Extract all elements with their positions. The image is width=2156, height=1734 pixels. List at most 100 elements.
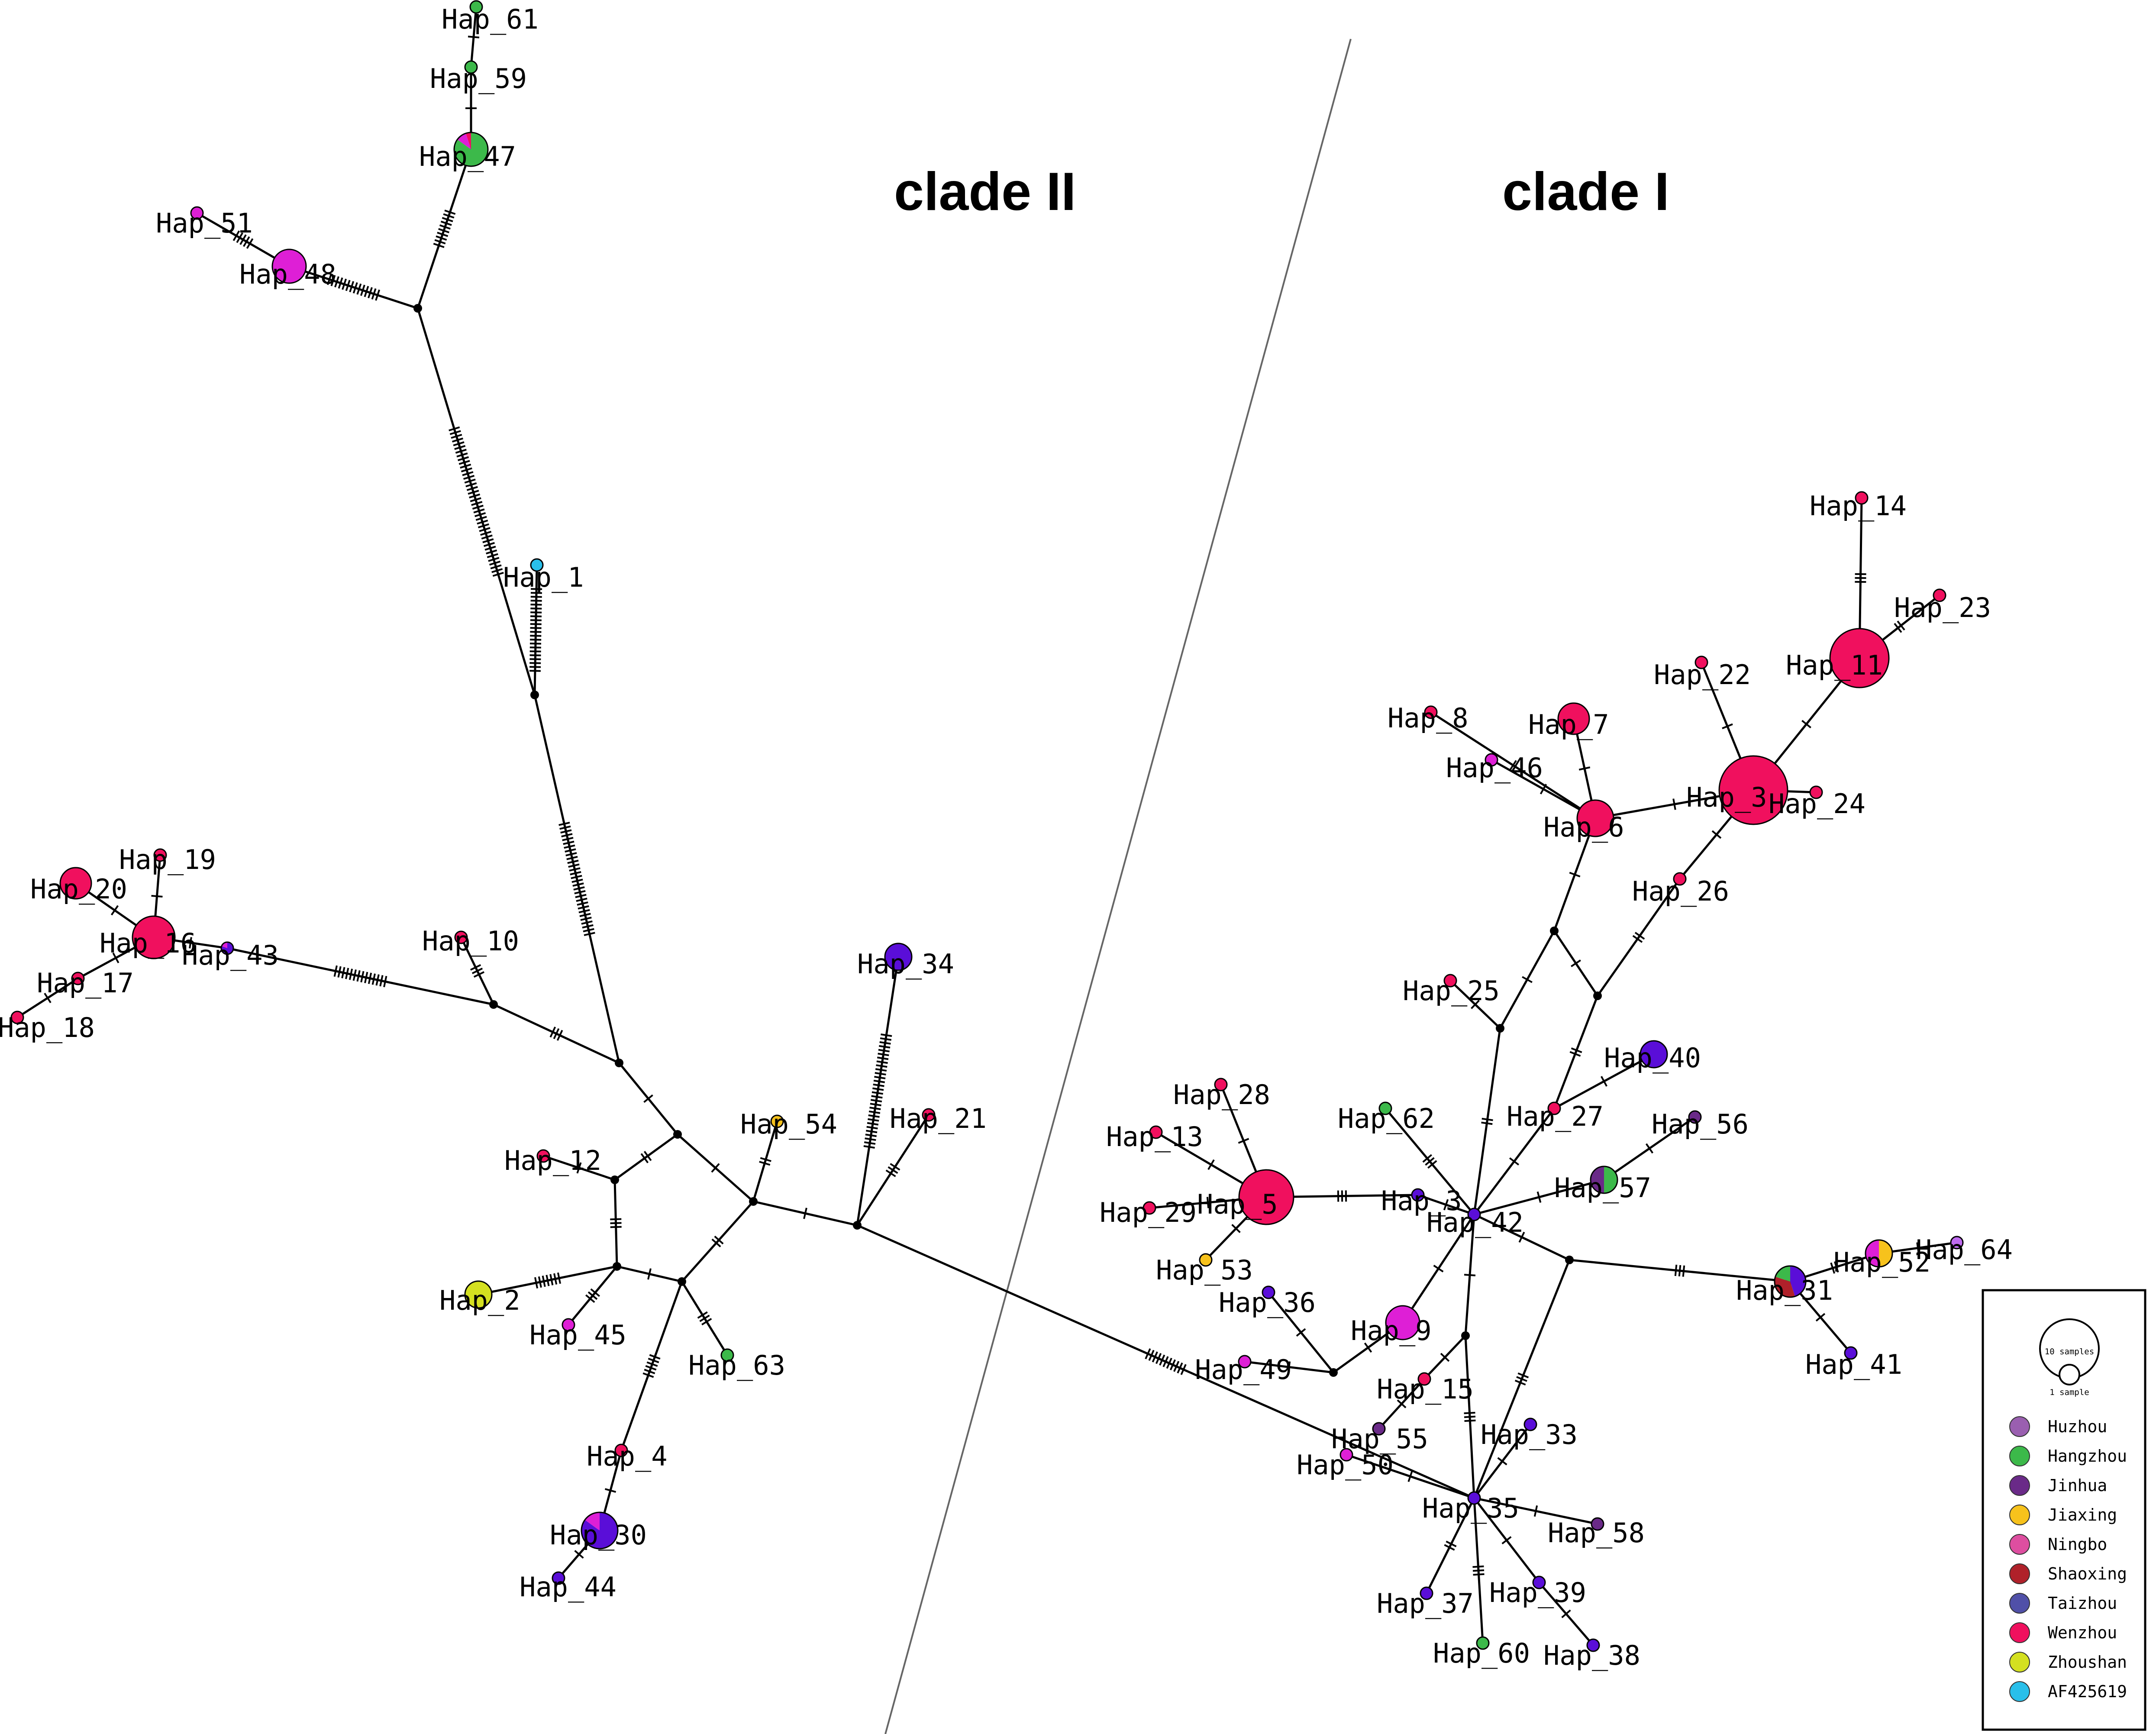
pie-slice <box>221 942 234 955</box>
mutation-tick <box>649 1354 661 1360</box>
mutation-tick <box>1166 1357 1172 1369</box>
legend-swatch <box>2009 1446 2030 1466</box>
haplotype-label: Hap_39 <box>1489 1577 1586 1608</box>
mutation-tick <box>1672 798 1676 810</box>
haplotype-label: Hap_9 <box>1351 1315 1432 1347</box>
haplotype-label: Hap_46 <box>1446 752 1543 784</box>
mutation-tick <box>556 1030 563 1041</box>
network-edge <box>1449 980 1501 1029</box>
mutation-tick <box>565 848 576 853</box>
mutation-tick <box>458 460 470 465</box>
haplotype-label: Hap_62 <box>1338 1103 1435 1134</box>
pie-slice <box>1547 1101 1561 1115</box>
legend-swatch <box>2009 1475 2030 1496</box>
network-edge <box>1553 930 1599 997</box>
mutation-tick <box>1443 1199 1449 1211</box>
pie-slice <box>1855 491 1869 505</box>
haplotype-label: Hap_47 <box>419 141 516 172</box>
mutation-tick <box>1471 1000 1480 1009</box>
median-vector-node <box>1550 927 1559 935</box>
pie-outline <box>1590 1166 1618 1194</box>
haplotype-label: Hap_28 <box>1173 1079 1270 1111</box>
legend-item: Huzhou <box>2009 1416 2107 1437</box>
mutation-tick <box>604 1488 616 1493</box>
mutation-tick <box>433 242 445 248</box>
haplotype-node-hap-56 <box>1688 1110 1702 1124</box>
haplotype-label: Hap_34 <box>857 948 954 980</box>
mutation-tick <box>590 1288 600 1297</box>
mutation-tick <box>561 833 573 837</box>
mutation-tick <box>1427 1160 1437 1169</box>
haplotype-node-hap-37 <box>1420 1586 1433 1600</box>
mutation-tick <box>1518 1231 1525 1243</box>
pie-slice <box>1688 1110 1702 1124</box>
mutation-tick <box>1833 1261 1839 1273</box>
mutation-tick <box>383 975 387 988</box>
network-edge <box>1473 1213 1570 1261</box>
network-edge <box>16 977 79 1019</box>
mutation-tick <box>538 1276 542 1288</box>
haplotype-node-hap-13 <box>1149 1125 1163 1139</box>
pie-slice <box>1809 785 1823 799</box>
median-vector-node <box>613 1262 621 1271</box>
haplotype-node-hap-35 <box>1467 1491 1481 1505</box>
legend-swatch <box>2009 1416 2030 1437</box>
mutation-tick <box>468 36 480 39</box>
haplotype-node-hap-30 <box>581 1511 619 1550</box>
mutation-tick <box>553 1028 560 1040</box>
haplotype-node-hap-2 <box>464 1280 493 1309</box>
legend-items: HuzhouHangzhouJinhuaJiaxingNingboShaoxin… <box>2009 1416 2127 1702</box>
haplotype-node-hap-45 <box>562 1318 575 1332</box>
legend-swatch <box>2009 1622 2030 1643</box>
mutation-tick <box>567 859 579 864</box>
mutation-tick <box>472 504 484 510</box>
haplotype-node-hap-63 <box>720 1348 734 1362</box>
mutation-tick <box>1238 1138 1249 1144</box>
mutation-tick <box>1601 1076 1607 1087</box>
network-edge <box>681 1201 754 1282</box>
mutation-tick <box>1516 1376 1527 1382</box>
median-vector-node <box>413 304 422 313</box>
haplotype-node-hap-34 <box>884 943 913 971</box>
mutation-tick <box>449 430 461 435</box>
mutation-tick <box>865 1137 876 1141</box>
mutation-tick <box>879 1041 891 1045</box>
haplotype-label: Hap_54 <box>740 1108 837 1140</box>
mutation-tick <box>578 909 590 914</box>
mutation-tick <box>486 549 497 555</box>
network-edge <box>1553 818 1597 931</box>
haplotype-node-hap-32 <box>1411 1188 1425 1202</box>
pie-outline <box>1865 1239 1893 1268</box>
haplotype-node-hap-26 <box>1673 872 1687 886</box>
mutation-tick <box>436 235 447 241</box>
network-edge <box>677 1133 754 1202</box>
network-edge <box>416 149 472 309</box>
pie-slice <box>614 1443 628 1457</box>
network-edge <box>614 1133 678 1181</box>
edge-line <box>533 694 620 1063</box>
mutation-tick <box>1722 723 1733 730</box>
mutation-tick <box>334 276 339 287</box>
mutation-tick <box>699 1314 710 1322</box>
network-edge <box>752 1121 778 1202</box>
haplotype-node-hap-9 <box>1385 1305 1420 1340</box>
mutation-tick <box>1830 1262 1836 1274</box>
mutation-tick <box>437 232 449 237</box>
pie-slice <box>770 1114 784 1128</box>
haplotype-label: Hap_61 <box>442 3 539 35</box>
mutation-tick <box>1497 1457 1507 1466</box>
mutation-tick <box>1536 1191 1542 1203</box>
haplotype-label: Hap_10 <box>422 925 519 957</box>
haplotype-node-hap-7 <box>1557 702 1590 735</box>
pie-slice <box>10 1011 24 1024</box>
mutation-tick <box>360 971 365 983</box>
mutation-tick <box>1433 1265 1444 1272</box>
network-edge <box>1464 1335 1476 1498</box>
haplotype-nodes <box>10 0 1964 1652</box>
mutation-tick <box>1206 1197 1210 1208</box>
median-vector-node <box>678 1277 686 1286</box>
mutation-tick <box>760 1157 771 1162</box>
mutation-tick <box>868 1114 880 1118</box>
haplotype-label: Hap_37 <box>1377 1588 1474 1619</box>
mutation-tick <box>582 924 594 929</box>
